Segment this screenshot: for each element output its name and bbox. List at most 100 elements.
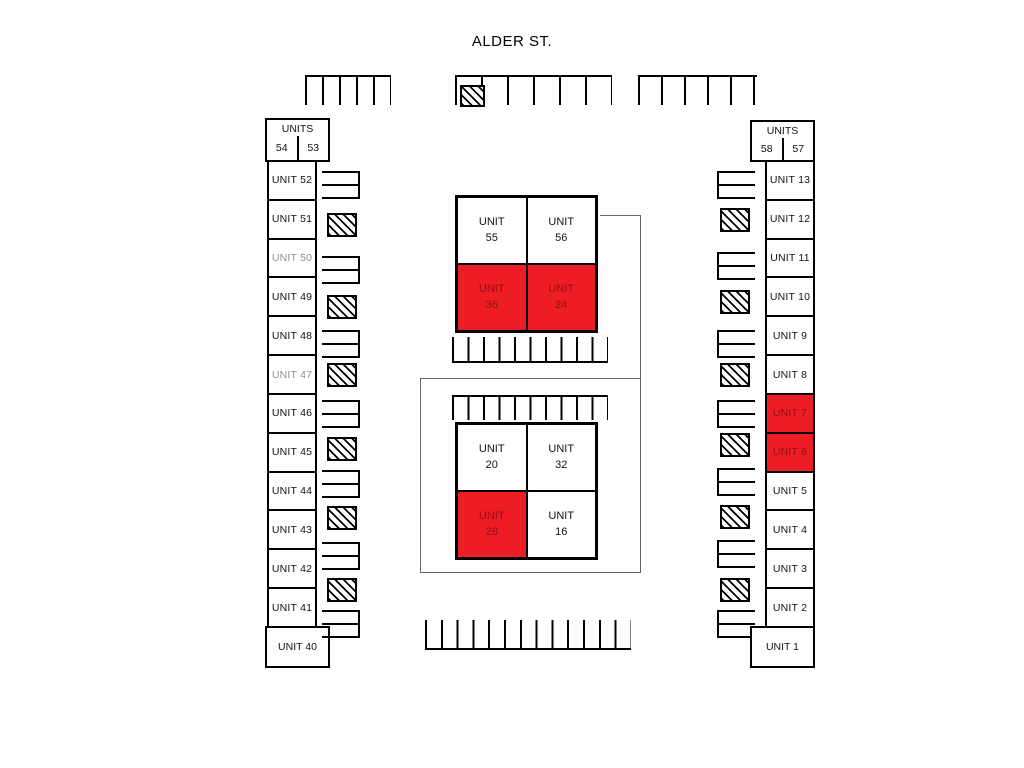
parking-stalls-left-6 [322,542,360,570]
unit-32-box: UNIT 32 [526,424,596,491]
hatched-stall [460,85,485,107]
lot-boundary-line [420,378,641,379]
unit-5-box: UNIT 5 [765,470,815,512]
parking-stalls-right-7 [717,610,755,638]
unit-1-box: UNIT 1 [750,626,815,668]
unit-20-number: 20 [485,458,498,471]
hatched-stall [720,290,750,314]
unit-16-label: UNIT [548,509,575,522]
unit-44-label: UNIT 44 [271,485,313,498]
parking-row-mid-upper [452,337,608,363]
hatched-stall [720,208,750,232]
unit-12-box: UNIT 12 [765,198,815,240]
unit-13-label: UNIT 13 [769,174,811,187]
unit-55-number: 55 [485,231,498,244]
unit-1-label: UNIT 1 [765,641,800,653]
unit-52-label: UNIT 52 [271,174,313,187]
parking-row-mid-lower [452,395,608,420]
unit-43-box: UNIT 43 [267,509,317,551]
unit-28-number: 28 [485,525,498,538]
parking-stalls-right-1 [717,171,755,199]
units-58-57-box: UNITS 58 57 [750,120,815,162]
unit-56-label: UNIT [548,215,575,228]
unit-46-box: UNIT 46 [267,392,317,434]
parking-stalls-right-4 [717,400,755,428]
unit-49-label: UNIT 49 [271,290,313,303]
hatched-stall [327,295,357,319]
unit-8-label: UNIT 8 [772,368,808,381]
units-header-label: UNITS [281,123,314,135]
unit-47-box: UNIT 47 [267,354,317,395]
unit-42-label: UNIT 42 [271,562,313,575]
unit-16-number: 16 [555,525,568,538]
hatched-stall [720,578,750,602]
unit-48-label: UNIT 48 [271,329,313,342]
unit-46-label: UNIT 46 [271,407,313,420]
unit-12-label: UNIT 12 [769,213,811,226]
parking-row-top-left [305,75,391,105]
unit-55-label: UNIT [478,215,505,228]
unit-47-label: UNIT 47 [271,368,313,381]
hatched-stall [327,578,357,602]
unit-32-label: UNIT [548,442,575,455]
unit-44-box: UNIT 44 [267,470,317,512]
parking-stalls-right-3 [717,330,755,358]
street-name-label: ALDER ST. [471,33,553,50]
unit-32-number: 32 [555,458,568,471]
unit-42-box: UNIT 42 [267,548,317,590]
unit-6-box: UNIT 6 [765,431,815,473]
parking-stalls-left-5 [322,470,360,498]
unit-50-box: UNIT 50 [267,237,317,279]
unit-24-box: UNIT 24 [526,264,596,331]
building-block-top: UNIT 55 UNIT 56 UNIT 36 UNIT 24 [455,195,598,333]
parking-row-top-center [455,75,612,107]
unit-4-box: UNIT 4 [765,509,815,551]
hatched-stall [720,505,750,529]
unit-48-box: UNIT 48 [267,315,317,357]
parking-stalls-right-6 [717,540,755,568]
hatched-stall [327,363,357,387]
unit-6-label: UNIT 6 [772,446,808,459]
lot-boundary-line [640,215,641,572]
unit-58-label: 58 [760,143,773,155]
unit-9-label: UNIT 9 [772,329,808,342]
unit-20-box: UNIT 20 [457,424,527,491]
unit-40-box: UNIT 40 [265,626,330,668]
unit-4-label: UNIT 4 [772,523,808,536]
unit-28-box: UNIT 28 [457,491,527,558]
hatched-stall [720,433,750,457]
parking-stalls-left-3 [322,330,360,358]
unit-7-label: UNIT 7 [772,407,808,420]
hatched-stall [327,437,357,461]
unit-41-label: UNIT 41 [271,601,313,614]
building-block-bottom: UNIT 20 UNIT 32 UNIT 28 UNIT 16 [455,422,598,560]
unit-36-box: UNIT 36 [457,264,527,331]
unit-57-label: 57 [781,138,814,160]
unit-20-label: UNIT [478,442,505,455]
lot-boundary-line [420,378,421,572]
hatched-stall [327,213,357,237]
unit-52-box: UNIT 52 [267,160,317,201]
hatched-stall [327,506,357,530]
unit-56-box: UNIT 56 [526,197,596,264]
parking-stalls-right-5 [717,468,755,496]
parking-row-top-right [638,75,757,105]
unit-28-label: UNIT [478,509,505,522]
unit-56-number: 56 [555,231,568,244]
unit-43-label: UNIT 43 [271,523,313,536]
unit-40-label: UNIT 40 [278,641,317,653]
unit-11-label: UNIT 11 [770,252,810,265]
unit-24-label: UNIT [548,282,575,295]
unit-5-label: UNIT 5 [772,485,808,498]
unit-53-label: 53 [296,136,329,160]
units-header-label: UNITS [766,125,799,137]
unit-2-box: UNIT 2 [765,587,815,628]
right-unit-column: UNIT 13 UNIT 12 UNIT 11 UNIT 10 UNIT 9 U… [765,160,815,628]
unit-41-box: UNIT 41 [267,587,317,628]
unit-10-box: UNIT 10 [765,276,815,318]
parking-stalls-left-1 [322,171,360,199]
unit-36-label: UNIT [478,282,505,295]
unit-3-box: UNIT 3 [765,548,815,590]
lot-boundary-line [420,572,641,573]
parking-stalls-right-2 [717,252,755,280]
